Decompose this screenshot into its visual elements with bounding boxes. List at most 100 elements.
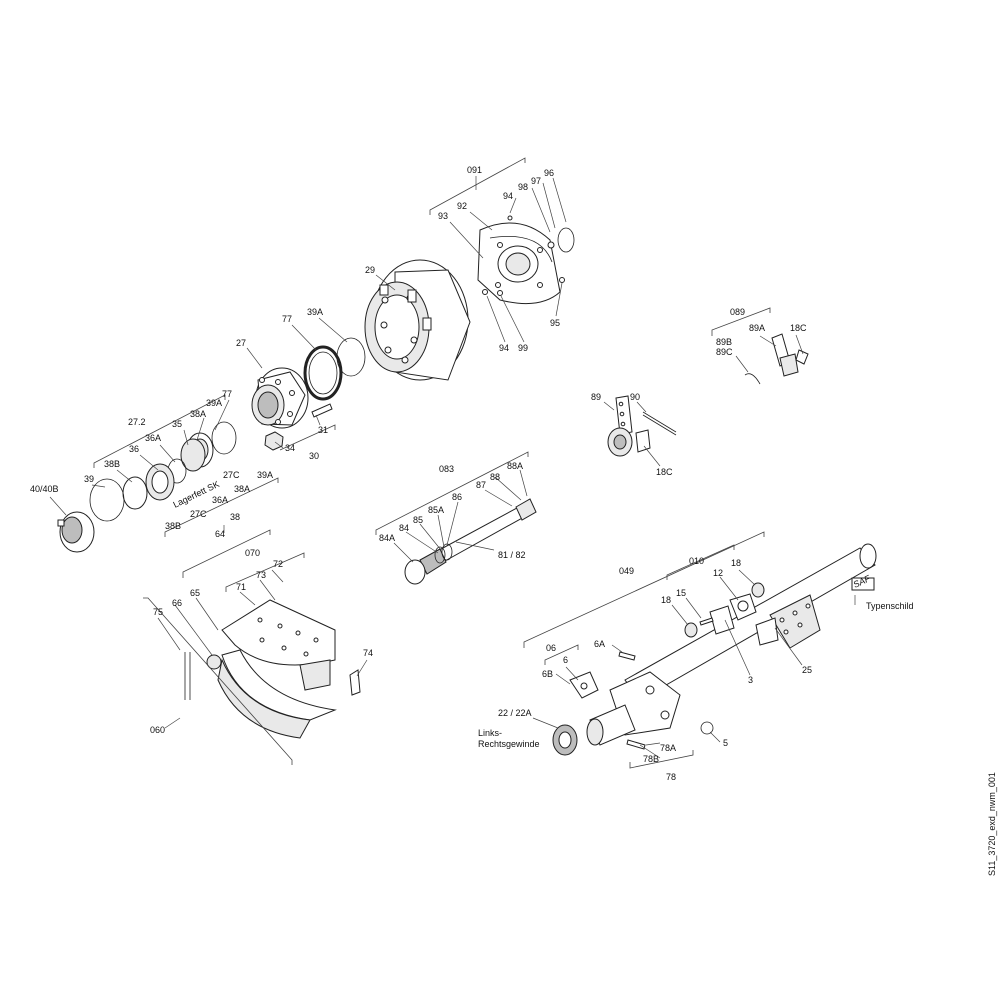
axle-nut-22-22A	[552, 724, 578, 756]
callout-36: 36	[129, 444, 139, 454]
callout-66: 66	[172, 598, 182, 608]
callout-18-left: 18	[661, 595, 671, 605]
callout-27: 27	[236, 338, 246, 348]
callout-18C-low: 18C	[656, 467, 673, 477]
ring-5	[700, 721, 714, 735]
callout-38B-top: 38B	[104, 459, 120, 469]
callout-38A-top: 38A	[190, 409, 206, 419]
callout-18C-top: 18C	[790, 323, 807, 333]
spring-90	[642, 411, 677, 436]
callout-3: 3	[748, 675, 753, 685]
brake-drum-29	[364, 259, 471, 381]
callout-89A: 89A	[749, 323, 765, 333]
callout-85A: 85A	[428, 505, 444, 515]
callout-81-82: 81 / 82	[498, 550, 526, 560]
callout-25: 25	[802, 665, 812, 675]
callout-74: 74	[363, 648, 373, 658]
callout-94-bottom: 94	[499, 343, 509, 353]
leader-lines	[49, 157, 856, 769]
backing-plate-091	[477, 215, 575, 305]
callout-84A: 84A	[379, 533, 395, 543]
callout-73: 73	[256, 570, 266, 580]
callout-060: 060	[150, 725, 165, 735]
callout-5: 5	[723, 738, 728, 748]
callout-39: 39	[84, 474, 94, 484]
axle-beam-25	[624, 543, 877, 701]
callout-78B: 78B	[643, 754, 659, 764]
callout-22-22A: 22 / 22A	[498, 708, 532, 718]
callout-78: 78	[666, 772, 676, 782]
taper-bearing-36	[145, 463, 175, 501]
callout-6B: 6B	[542, 669, 553, 679]
callout-27C-low: 27C	[190, 509, 207, 519]
note-rechtsgewinde: Rechtsgewinde	[478, 739, 540, 749]
callout-083: 083	[439, 464, 454, 474]
callout-6: 6	[563, 655, 568, 665]
callout-90: 90	[630, 392, 640, 402]
callout-091: 091	[467, 165, 482, 175]
callout-27-2: 27.2	[128, 417, 146, 427]
bolt-6A	[618, 651, 636, 661]
callout-6A: 6A	[594, 639, 605, 649]
callout-34: 34	[285, 443, 295, 453]
callout-64: 64	[215, 529, 225, 539]
callout-06: 06	[546, 643, 556, 653]
callout-36A-low: 36A	[212, 495, 228, 505]
callout-92: 92	[457, 201, 467, 211]
callout-36A-top: 36A	[145, 433, 161, 443]
callout-049: 049	[619, 566, 634, 576]
callout-75: 75	[153, 607, 163, 617]
callout-27C-top: 27C	[223, 470, 240, 480]
callout-39A-low: 39A	[257, 470, 273, 480]
callout-38B-low: 38B	[165, 521, 181, 531]
bushing-18-b	[684, 622, 698, 638]
slack-adjuster-089	[744, 333, 809, 385]
callout-15: 15	[676, 588, 686, 598]
callout-39A-mid: 39A	[206, 398, 222, 408]
callout-97: 97	[531, 176, 541, 186]
callout-88: 88	[490, 472, 500, 482]
callout-89C: 89C	[716, 347, 733, 357]
pin-78A	[626, 739, 646, 750]
saf-plate	[851, 577, 875, 591]
callout-070: 070	[245, 548, 260, 558]
callout-39A-top: 39A	[307, 307, 323, 317]
callout-65: 65	[190, 588, 200, 598]
callout-87: 87	[476, 480, 486, 490]
seal-ring-77-a	[303, 345, 343, 401]
o-ring-39A-a	[336, 337, 366, 377]
callout-71: 71	[236, 582, 246, 592]
callout-30: 30	[309, 451, 319, 461]
callout-12: 12	[713, 568, 723, 578]
callout-31: 31	[318, 425, 328, 435]
callout-89B: 89B	[716, 337, 732, 347]
callout-93: 93	[438, 211, 448, 221]
callout-78A: 78A	[660, 743, 676, 753]
callout-35: 35	[172, 419, 182, 429]
bolt-15	[699, 617, 714, 626]
callout-72: 72	[273, 559, 283, 569]
seal-39	[89, 478, 125, 522]
note-links: Links-	[478, 728, 502, 738]
callout-38A-low: 38A	[234, 484, 250, 494]
wheel-hub-27	[251, 367, 309, 429]
roller-66	[206, 654, 222, 670]
figure-id: S11_3720_exd_nwm_001	[987, 772, 997, 876]
spindle-stub	[586, 704, 636, 746]
callout-96: 96	[544, 168, 554, 178]
callout-89: 89	[591, 392, 601, 402]
callout-95: 95	[550, 318, 560, 328]
callout-40-40B: 40/40B	[30, 484, 59, 494]
hub-cap-40-40B	[57, 511, 95, 553]
callout-88A: 88A	[507, 461, 523, 471]
callout-010: 010	[689, 556, 704, 566]
taper-bearing-35	[180, 438, 206, 472]
brake-shoe-upper-070	[221, 599, 336, 691]
seal-ring-39A-b	[211, 421, 237, 455]
callout-77-top: 77	[282, 314, 292, 324]
callout-18-right: 18	[731, 558, 741, 568]
bracket-010	[729, 593, 757, 621]
callout-94-top: 94	[503, 191, 513, 201]
callout-77-mid: 77	[222, 389, 232, 399]
